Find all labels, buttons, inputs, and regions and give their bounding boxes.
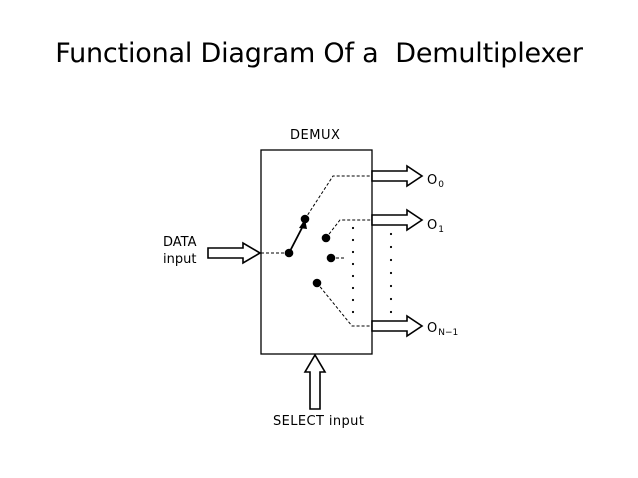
output-n-minus-1-letter: O — [427, 321, 438, 336]
output-0-letter: O — [427, 173, 438, 188]
ellipsis-dots-inner — [351, 226, 355, 314]
contact-dot-2 — [326, 253, 336, 263]
data-input-label-line2: input — [163, 252, 197, 267]
data-input-label: DATA input — [163, 234, 197, 268]
output-n-minus-1-label: ON−1 — [427, 321, 458, 338]
path-to-output-n-minus-1 — [316, 282, 372, 327]
slide-title: Functional Diagram Of a Demultiplexer — [55, 38, 583, 69]
select-input-label: SELECT input — [273, 414, 365, 429]
output-0-subscript: 0 — [438, 180, 444, 190]
contact-dot-1 — [321, 233, 331, 243]
ellipsis-dots-outer — [389, 232, 393, 314]
demux-label: DEMUX — [290, 128, 341, 143]
path-to-output-1 — [325, 219, 372, 239]
path-to-output-0 — [304, 175, 372, 220]
output-n-minus-1-subscript: N−1 — [438, 328, 459, 338]
output-1-letter: O — [427, 218, 438, 233]
output-1-arrow — [371, 208, 424, 232]
demux-block — [260, 149, 373, 355]
data-input-label-line1: DATA — [163, 235, 197, 250]
switch-lever — [288, 223, 305, 254]
output-0-label: O0 — [427, 173, 444, 190]
select-input-arrow — [303, 353, 327, 410]
data-input-arrow — [207, 241, 262, 265]
output-0-arrow — [371, 164, 424, 188]
switch-pivot-dot — [284, 248, 294, 258]
output-1-subscript: 1 — [438, 225, 444, 235]
output-n-minus-1-arrow — [371, 314, 424, 338]
output-1-label: O1 — [427, 218, 444, 235]
contact-dot-0 — [300, 214, 310, 224]
contact-dot-3 — [312, 278, 322, 288]
